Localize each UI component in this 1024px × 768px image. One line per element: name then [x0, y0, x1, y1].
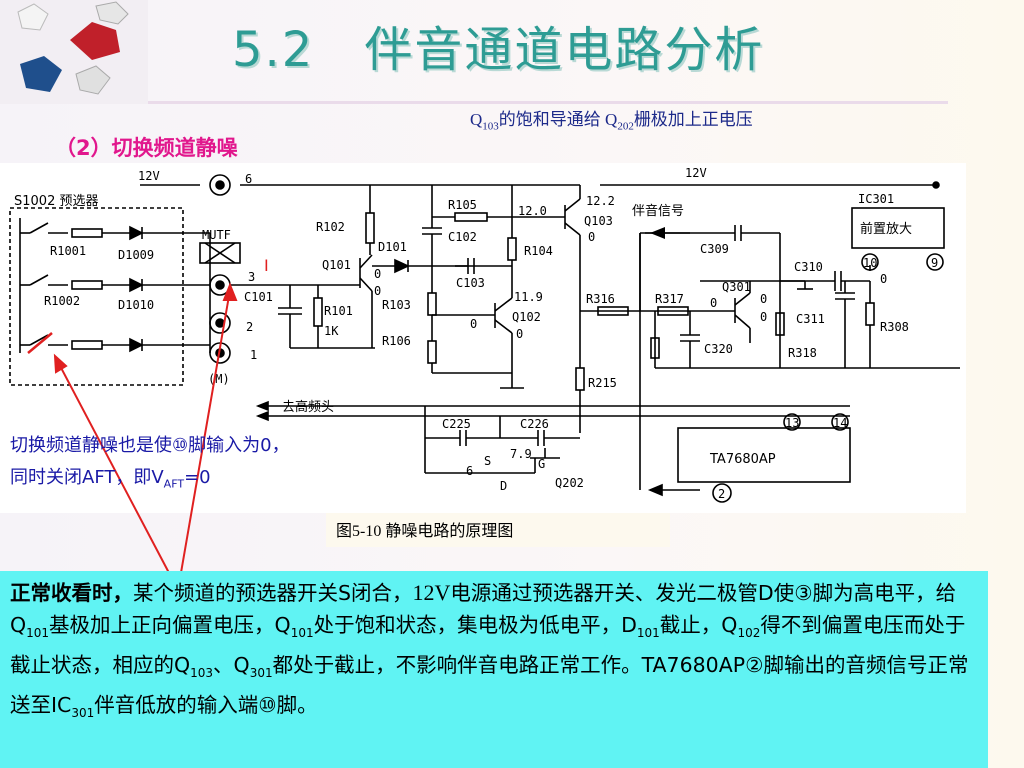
circuit-diagram: 12V 6 12V S1002 预选器 MUTF R1001 D1009 R10… — [9, 166, 960, 503]
label-preselector: S1002 预选器 — [14, 194, 98, 209]
label-r318: R318 — [788, 346, 817, 360]
label-ic301: IC301 — [858, 192, 894, 206]
title-divider — [148, 101, 948, 104]
annotation-text: 切换频道静噪也是使⑩脚输入为0， 同时关闭AFT，即VAFT=0 — [10, 430, 290, 501]
label-c101: C101 — [244, 290, 273, 304]
label-r1002: R1002 — [44, 294, 80, 308]
label-c310: C310 — [794, 260, 823, 274]
label-q102: Q102 — [512, 310, 541, 324]
label-q101-e: 0 — [374, 284, 381, 298]
label-q102-e: 0 — [516, 327, 523, 341]
label-six: 6 — [466, 464, 473, 478]
label-mutf: MUTF — [202, 228, 231, 242]
label-q202: Q202 — [555, 476, 584, 490]
label-q103: Q103 — [584, 214, 613, 228]
decorative-stars-image — [0, 0, 148, 104]
label-q103-e: 0 — [588, 230, 595, 244]
label-q301-b: 0 — [710, 296, 717, 310]
label-pin3: 3 — [248, 270, 255, 284]
label-q301: Q301 — [722, 280, 751, 294]
label-pin2-ta: 2 — [718, 487, 725, 501]
label-pin2: 2 — [246, 320, 253, 334]
label-r101-value: 1K — [324, 324, 339, 338]
label-pin13: 13 — [785, 416, 799, 430]
marker-i: I — [264, 256, 269, 275]
label-r104: R104 — [524, 244, 553, 258]
label-12v-right: 12V — [685, 166, 707, 180]
slide-title: 5.2 伴音通道电路分析 — [232, 22, 765, 78]
figure-caption: 图5-10 静噪电路的原理图 — [336, 523, 514, 540]
label-v11-9: 11.9 — [514, 290, 543, 304]
label-v7-9: 7.9 — [510, 447, 532, 461]
label-d: D — [500, 479, 507, 493]
label-r1001: R1001 — [50, 244, 86, 258]
label-to-hf-head: 去高频头 — [282, 399, 334, 415]
label-ta7680ap: TA7680AP — [709, 452, 776, 467]
label-ic-zero: 0 — [880, 272, 887, 286]
label-q301-c: 0 — [760, 292, 767, 306]
label-s: S — [484, 454, 491, 468]
label-r316: R316 — [586, 292, 615, 306]
label-d101: D101 — [378, 240, 407, 254]
caption-box — [326, 513, 670, 547]
label-v12-2: 12.2 — [586, 194, 615, 208]
label-preamp: 前置放大 — [860, 221, 912, 237]
label-c311: C311 — [796, 312, 825, 326]
label-q301-e: 0 — [760, 310, 767, 324]
label-c225: C225 — [442, 417, 471, 431]
lead-text: 正常收看时， — [10, 581, 133, 605]
label-v12-0: 12.0 — [518, 204, 547, 218]
label-pin10: 10 — [863, 256, 877, 270]
label-q101-b: 0 — [374, 267, 381, 281]
label-d1009: D1009 — [118, 248, 154, 262]
label-g: G — [538, 457, 545, 471]
label-r106: R106 — [382, 334, 411, 348]
label-r215: R215 — [588, 376, 617, 390]
header-note: Q103的饱和导通给 Q202栅极加上正电压 — [470, 110, 753, 133]
label-r102: R102 — [316, 220, 345, 234]
label-audio-signal: 伴音信号 — [632, 203, 684, 219]
label-pin1: 1 — [250, 348, 257, 362]
label-r308: R308 — [880, 320, 909, 334]
label-pin6: 6 — [245, 172, 252, 186]
label-q102-b: 0 — [470, 317, 477, 331]
label-d1010: D1010 — [118, 298, 154, 312]
section-heading: （2）切换频道静噪 — [55, 136, 238, 160]
label-r105: R105 — [448, 198, 477, 212]
label-pin14: 14 — [833, 416, 847, 430]
label-c102: C102 — [448, 230, 477, 244]
label-c103: C103 — [456, 276, 485, 290]
label-c309: C309 — [700, 242, 729, 256]
label-c320: C320 — [704, 342, 733, 356]
annotation-line-1: 切换频道静噪也是使⑩脚输入为0， — [10, 435, 290, 456]
annotation-line-2: 同时关闭AFT，即VAFT=0 — [10, 467, 211, 491]
explanation-textbox: 正常收看时，某个频道的预选器开关S闭合，12V电源通过预选器开关、发光二极管D使… — [0, 571, 988, 768]
label-c226: C226 — [520, 417, 549, 431]
label-q101: Q101 — [322, 258, 351, 272]
label-r103: R103 — [382, 298, 411, 312]
label-r317: R317 — [655, 292, 684, 306]
label-r101: R101 — [324, 304, 353, 318]
label-12v-left: 12V — [138, 169, 160, 183]
label-pin9: 9 — [931, 256, 938, 270]
